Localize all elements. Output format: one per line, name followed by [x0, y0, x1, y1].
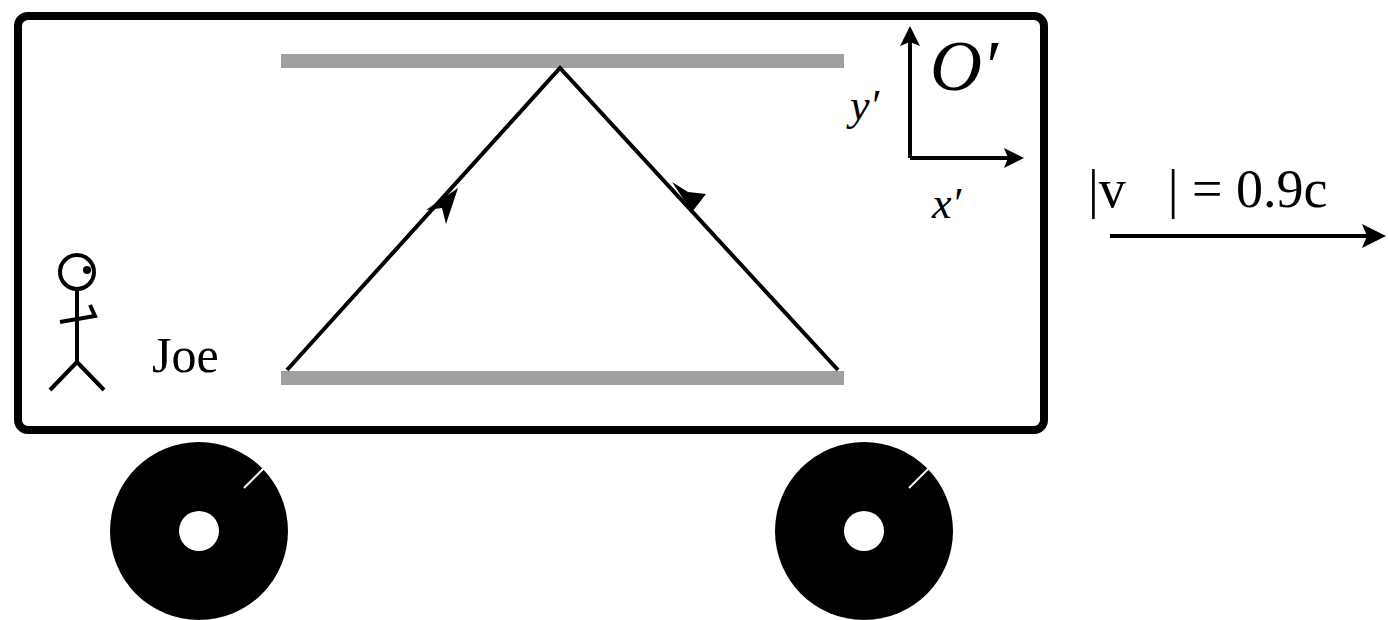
stick-figure — [50, 255, 104, 390]
axis-label: x′ — [932, 182, 961, 226]
person-name: Joe — [152, 330, 219, 380]
wheel — [110, 442, 288, 620]
frame-label: O′ — [930, 30, 998, 102]
velocity-arrow — [1110, 234, 1372, 238]
axis-arrowhead — [1004, 148, 1024, 168]
light-path — [287, 68, 838, 370]
bottom-mirror — [281, 371, 844, 385]
axis-arrowhead — [900, 26, 920, 46]
velocity-label: |v⃗| = 0.9c — [1088, 162, 1328, 216]
train-car: Joe y′ O′ x′ — [14, 12, 1048, 434]
wheel — [775, 442, 953, 620]
axis-label: y′ — [850, 84, 879, 128]
top-mirror — [281, 54, 844, 68]
arrowhead — [426, 188, 458, 224]
velocity-arrowhead — [1362, 224, 1386, 248]
arrowhead — [672, 182, 706, 212]
